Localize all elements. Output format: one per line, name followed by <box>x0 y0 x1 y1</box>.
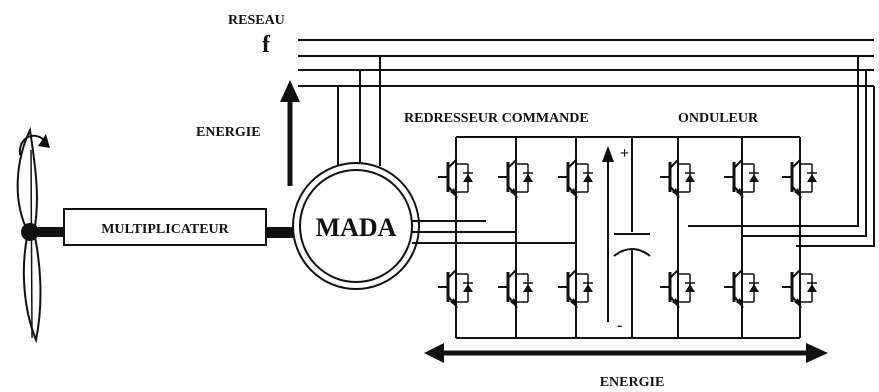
wind-turbine-icon <box>16 126 42 344</box>
multiplicateur-label: MULTIPLICATEUR <box>101 222 229 237</box>
energie-top-label: ENERGIE <box>196 125 261 140</box>
converter-leg <box>782 137 817 338</box>
onduleur-label: ONDULEUR <box>678 111 759 126</box>
igbt-switch-icon <box>558 264 593 310</box>
converter-leg <box>438 137 473 338</box>
redresseur-label: REDRESSEUR COMMANDE <box>404 111 589 126</box>
mada-label: MADA <box>316 213 397 242</box>
stator-connections <box>337 56 381 166</box>
converter-leg <box>724 137 759 338</box>
frequency-label: f <box>262 32 271 58</box>
converter-leg <box>498 137 533 338</box>
energy-bidirectional-arrow <box>424 343 828 363</box>
energie-bottom-label: ENERGIE <box>600 375 665 390</box>
igbt-switch-icon <box>660 154 695 200</box>
igbt-switch-icon <box>724 154 759 200</box>
minus-sign: - <box>617 317 622 334</box>
inverter-grid-connections <box>688 56 875 247</box>
multiplicateur-box <box>63 208 267 246</box>
igbt-switch-icon <box>660 264 695 310</box>
converter-legs <box>438 137 817 338</box>
igbt-switch-icon <box>498 264 533 310</box>
converter-leg <box>558 137 593 338</box>
energy-up-arrow <box>280 80 300 186</box>
mada-machine <box>292 162 420 290</box>
igbt-switch-icon <box>724 264 759 310</box>
dc-voltage-arrow <box>602 146 614 322</box>
grid-lines <box>298 39 874 87</box>
reseau-label: RESEAU <box>228 13 285 28</box>
converter-leg <box>660 137 695 338</box>
igbt-switch-icon <box>438 264 473 310</box>
rotation-arrow-icon <box>18 134 50 156</box>
low-speed-shaft <box>38 227 64 237</box>
rotor-connections <box>412 220 576 244</box>
capacitor-icon <box>613 137 651 338</box>
igbt-switch-icon <box>558 154 593 200</box>
igbt-switch-icon <box>782 154 817 200</box>
high-speed-shaft <box>266 227 294 238</box>
plus-sign: + <box>620 145 629 162</box>
igbt-switch-icon <box>438 154 473 200</box>
igbt-switch-icon <box>782 264 817 310</box>
igbt-switch-icon <box>498 154 533 200</box>
